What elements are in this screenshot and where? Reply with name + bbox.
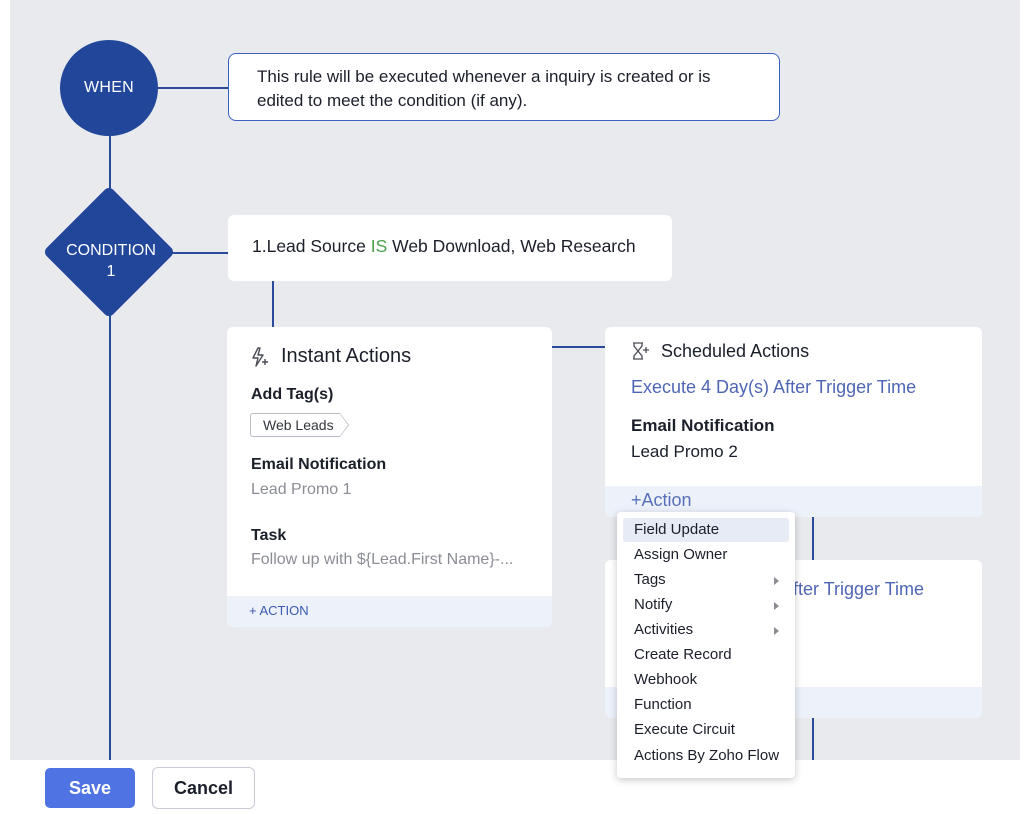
dropdown-item-label: Webhook xyxy=(634,671,698,688)
dropdown-item-create-record[interactable]: Create Record xyxy=(623,643,789,667)
when-label: WHEN xyxy=(83,79,135,96)
dropdown-item-label: Activities xyxy=(634,621,694,638)
save-button[interactable]: Save xyxy=(45,768,135,808)
dropdown-item-label: Create Record xyxy=(634,646,732,663)
dropdown-item-label: Field Update xyxy=(634,521,720,538)
task-label[interactable]: Task xyxy=(251,527,287,544)
condition-field: 1.Lead Source xyxy=(252,236,371,256)
condition-label-line1: CONDITION xyxy=(66,242,156,259)
instant-add-action-bar[interactable]: + ACTION xyxy=(227,596,552,627)
lightning-plus-icon xyxy=(252,346,268,367)
instant-actions-title: Instant Actions xyxy=(281,345,412,367)
execute-time-link-2[interactable]: fter Trigger Time xyxy=(793,579,925,599)
condition-operator: IS xyxy=(370,236,388,256)
dropdown-item-label: Notify xyxy=(634,596,673,613)
scheduled-actions-title: Scheduled Actions xyxy=(661,340,810,361)
dropdown-item-label: Function xyxy=(634,696,692,713)
dropdown-item-actions-by-zoho-flow[interactable]: Actions By Zoho Flow xyxy=(623,744,789,768)
hourglass-plus-icon xyxy=(633,342,649,360)
connector-instant-scheduled xyxy=(552,346,605,348)
dropdown-item-notify[interactable]: Notify xyxy=(623,593,789,617)
when-description: This rule will be executed whenever a in… xyxy=(257,67,711,110)
scheduled-email-label[interactable]: Email Notification xyxy=(631,416,775,435)
add-tags-label: Add Tag(s) xyxy=(251,386,334,403)
condition-label: CONDITION 1 xyxy=(48,240,174,282)
dropdown-item-activities[interactable]: Activities xyxy=(623,618,789,642)
scheduled-email-value: Lead Promo 2 xyxy=(631,442,738,461)
connector-vertical-main xyxy=(109,134,111,760)
dropdown-item-field-update[interactable]: Field Update xyxy=(623,518,789,542)
dropdown-item-label: Assign Owner xyxy=(634,546,728,563)
scheduled-add-action-bar[interactable]: +Action xyxy=(605,486,982,517)
when-description-box[interactable]: This rule will be executed whenever a in… xyxy=(228,53,780,121)
instant-actions-card: Instant Actions Add Tag(s) Web Leads Ema… xyxy=(227,327,552,627)
dropdown-item-label: Execute Circuit xyxy=(634,721,735,738)
scheduled-actions-header: Scheduled Actions xyxy=(629,340,809,362)
instant-email-label[interactable]: Email Notification xyxy=(251,456,387,473)
submenu-arrow-icon xyxy=(774,602,779,610)
dropdown-item-label: Tags xyxy=(634,571,666,588)
cancel-button[interactable]: Cancel xyxy=(152,767,255,809)
condition-criteria-box[interactable]: 1.Lead Source IS Web Download, Web Resea… xyxy=(228,215,672,281)
connector-scheduled-bottom xyxy=(812,718,814,760)
condition-label-line2: 1 xyxy=(106,263,116,280)
condition-values: Web Download, Web Research xyxy=(387,236,636,256)
submenu-arrow-icon xyxy=(774,627,779,635)
instant-add-action-button[interactable]: + ACTION xyxy=(249,603,309,618)
dropdown-item-function[interactable]: Function xyxy=(623,693,789,717)
task-value: Follow up with ${Lead.First Name}-... xyxy=(251,551,514,568)
connector-condition-instant xyxy=(272,281,274,327)
dropdown-item-execute-circuit[interactable]: Execute Circuit xyxy=(623,718,789,742)
dropdown-item-assign-owner[interactable]: Assign Owner xyxy=(623,543,789,567)
submenu-arrow-icon xyxy=(774,577,779,585)
connector-when-box xyxy=(156,87,228,89)
dropdown-item-tags[interactable]: Tags xyxy=(623,568,789,592)
instant-email-value: Lead Promo 1 xyxy=(251,481,352,498)
instant-actions-header: Instant Actions xyxy=(249,345,411,368)
execute-time-link[interactable]: Execute 4 Day(s) After Trigger Time xyxy=(631,377,917,397)
dropdown-item-label: Actions By Zoho Flow xyxy=(634,747,780,764)
connector-condition-box xyxy=(170,252,228,254)
when-node: WHEN xyxy=(60,40,158,136)
scheduled-actions-card: Scheduled Actions Execute 4 Day(s) After… xyxy=(605,327,982,517)
scheduled-add-action-button[interactable]: +Action xyxy=(631,490,692,510)
dropdown-item-webhook[interactable]: Webhook xyxy=(623,668,789,692)
tag-chip[interactable]: Web Leads xyxy=(250,413,349,437)
connector-scheduled-next xyxy=(812,517,814,560)
